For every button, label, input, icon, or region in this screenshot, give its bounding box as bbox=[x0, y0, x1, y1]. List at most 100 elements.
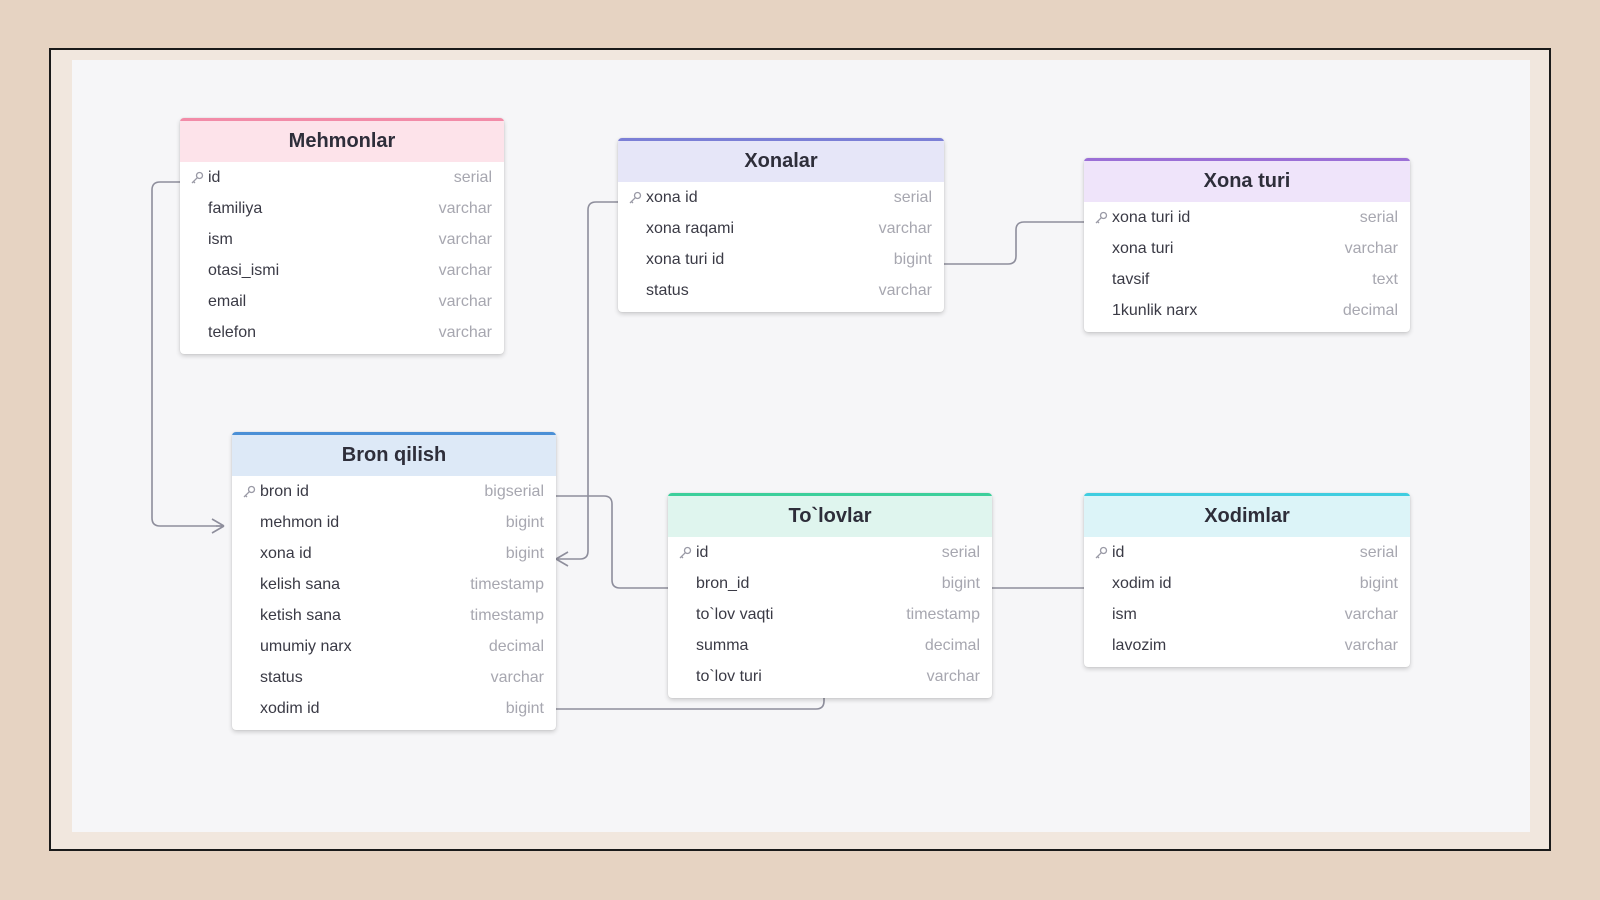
field-name: xodim id bbox=[1112, 574, 1172, 592]
field-name: xona turi bbox=[1112, 239, 1174, 257]
field-row[interactable]: summa decimal bbox=[668, 630, 992, 661]
relation-xonaturi-xonalar bbox=[944, 221, 1090, 265]
field-row[interactable]: otasi_ismi varchar bbox=[180, 255, 504, 286]
field-row[interactable]: 1kunlik narx decimal bbox=[1084, 295, 1410, 326]
field-name: email bbox=[208, 292, 247, 310]
field-name: ism bbox=[1112, 605, 1137, 623]
field-type: bigint bbox=[505, 544, 544, 562]
field-type: decimal bbox=[1342, 301, 1398, 319]
field-type: bigint bbox=[1359, 574, 1398, 592]
field-name: telefon bbox=[208, 323, 257, 341]
field-name: otasi_ismi bbox=[208, 261, 280, 279]
field-type: serial bbox=[941, 543, 980, 561]
relation-bron-tolovlar bbox=[556, 495, 672, 589]
field-row[interactable]: status varchar bbox=[618, 275, 944, 306]
table-footer bbox=[1084, 661, 1410, 667]
diagram-canvas: Mehmonlar id serial familiya varchar ism varch… bbox=[72, 60, 1530, 832]
field-row[interactable]: xona id bigint bbox=[232, 538, 556, 569]
field-name: id bbox=[208, 168, 221, 186]
table-title: Xonalar bbox=[618, 138, 944, 182]
field-row[interactable]: ism varchar bbox=[1084, 599, 1410, 630]
table-title: To`lovlar bbox=[668, 493, 992, 537]
field-row[interactable]: kelish sana timestamp bbox=[232, 569, 556, 600]
field-name: bron id bbox=[260, 482, 309, 500]
field-type: decimal bbox=[488, 637, 544, 655]
field-name: status bbox=[646, 281, 689, 299]
relation-mehmonlar-bron bbox=[151, 181, 224, 527]
field-name: 1kunlik narx bbox=[1112, 301, 1198, 319]
field-name: mehmon id bbox=[260, 513, 340, 531]
field-row[interactable]: xodim id bigint bbox=[1084, 568, 1410, 599]
field-type: varchar bbox=[490, 668, 544, 686]
field-type: varchar bbox=[1344, 605, 1398, 623]
table-footer bbox=[618, 306, 944, 312]
field-type: varchar bbox=[438, 261, 492, 279]
field-name: xona id bbox=[646, 188, 698, 206]
field-row[interactable]: email varchar bbox=[180, 286, 504, 317]
field-name: xona id bbox=[260, 544, 312, 562]
field-type: varchar bbox=[878, 281, 932, 299]
field-type: varchar bbox=[926, 667, 980, 685]
key-icon bbox=[629, 191, 642, 204]
field-type: bigint bbox=[505, 699, 544, 717]
field-name: to`lov turi bbox=[696, 667, 762, 685]
key-icon bbox=[679, 546, 692, 559]
field-type: timestamp bbox=[470, 575, 544, 593]
field-name: ism bbox=[208, 230, 233, 248]
field-row[interactable]: umumiy narx decimal bbox=[232, 631, 556, 662]
table-xodimlar[interactable]: Xodimlar id serial xodim id bigint ism varchar… bbox=[1084, 493, 1410, 667]
field-name: umumiy narx bbox=[260, 637, 352, 655]
field-row[interactable]: id serial bbox=[1084, 537, 1410, 568]
table-title: Mehmonlar bbox=[180, 118, 504, 162]
field-row[interactable]: mehmon id bigint bbox=[232, 507, 556, 538]
key-icon bbox=[191, 171, 204, 184]
field-name: id bbox=[1112, 543, 1125, 561]
field-name: id bbox=[696, 543, 709, 561]
field-type: bigint bbox=[505, 513, 544, 531]
field-type: varchar bbox=[1344, 636, 1398, 654]
field-type: serial bbox=[1359, 543, 1398, 561]
table-footer bbox=[232, 724, 556, 730]
field-row[interactable]: xona turi id bigint bbox=[618, 244, 944, 275]
field-type: varchar bbox=[438, 199, 492, 217]
table-title: Xodimlar bbox=[1084, 493, 1410, 537]
field-row[interactable]: familiya varchar bbox=[180, 193, 504, 224]
field-type: varchar bbox=[1344, 239, 1398, 257]
relation-xonalar-bron-crowfoot bbox=[555, 551, 569, 567]
field-name: kelish sana bbox=[260, 575, 341, 593]
field-type: decimal bbox=[924, 636, 980, 654]
field-name: xona turi id bbox=[646, 250, 725, 268]
field-name: bron_id bbox=[696, 574, 750, 592]
field-type: varchar bbox=[438, 292, 492, 310]
field-row[interactable]: xona turi varchar bbox=[1084, 233, 1410, 264]
table-title: Bron qilish bbox=[232, 432, 556, 476]
key-icon bbox=[243, 485, 256, 498]
field-name: summa bbox=[696, 636, 749, 654]
field-row[interactable]: to`lov turi varchar bbox=[668, 661, 992, 692]
field-row[interactable]: id serial bbox=[668, 537, 992, 568]
relation-mehmonlar-bron-crowfoot bbox=[211, 518, 225, 534]
field-name: familiya bbox=[208, 199, 263, 217]
field-name: ketish sana bbox=[260, 606, 341, 624]
field-type: serial bbox=[1359, 208, 1398, 226]
field-type: bigint bbox=[893, 250, 932, 268]
